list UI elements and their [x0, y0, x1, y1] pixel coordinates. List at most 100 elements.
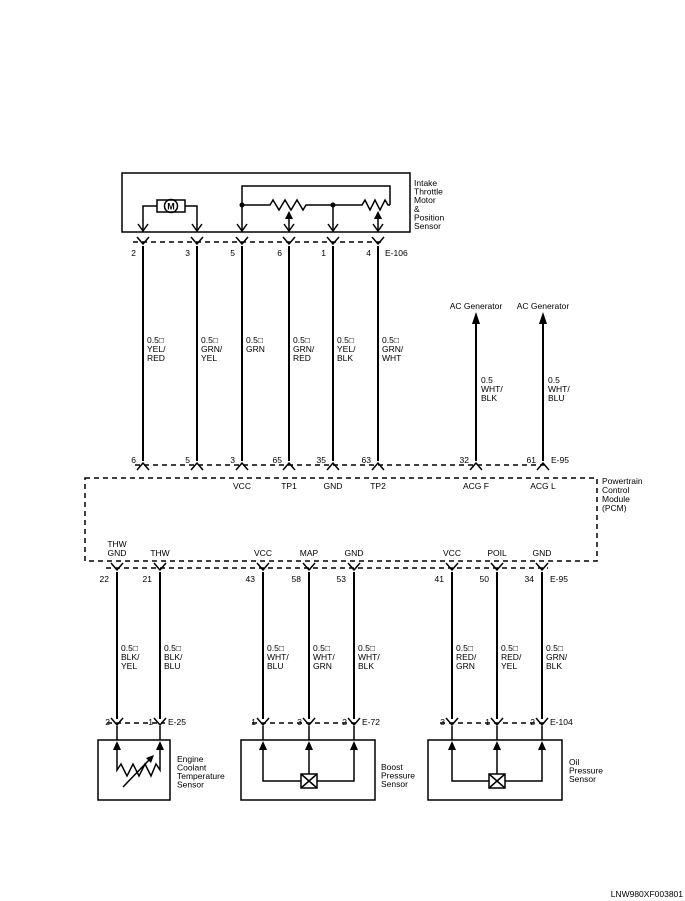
wire-spec-line: GRN/ — [546, 652, 568, 662]
wire-spec: 0.5□GRN — [246, 335, 265, 354]
pin-number: 65 — [273, 455, 283, 465]
terminal-name: GND — [108, 548, 127, 558]
pin-number: 1 — [251, 717, 256, 727]
connector-terminal — [136, 236, 150, 246]
wire-spec-line: WHT — [382, 353, 401, 363]
thermistor-variable-line — [122, 758, 151, 788]
wire-spec-line: 0.5□ — [382, 335, 399, 345]
wire-spec: 0.5□GRN/BLK — [546, 643, 568, 671]
boost-sensor-outline — [240, 739, 376, 801]
wire-spec-line: 0.5 — [548, 375, 560, 385]
wire-spec-line: BLK — [358, 661, 374, 671]
motor-lead-left — [142, 205, 157, 231]
connector-terminal — [326, 236, 340, 246]
ac-generator-label: AC Generator — [517, 301, 570, 311]
wire-spec-line: GRN — [246, 344, 265, 354]
terminal-name: ACG F — [463, 481, 489, 491]
junction-dot — [239, 202, 245, 208]
terminal-name: POIL — [487, 548, 507, 558]
pin-number: 21 — [143, 574, 153, 584]
connector-terminal — [535, 717, 549, 727]
terminal-arrow-icon — [327, 223, 339, 233]
wire-spec-line: BLU — [267, 661, 284, 671]
terminal-name: GND — [324, 481, 343, 491]
pin-number: 50 — [480, 574, 490, 584]
wire-spec-line: 0.5□ — [546, 643, 563, 653]
arrow-up-icon — [259, 741, 267, 750]
arrow-up-icon — [538, 741, 546, 750]
sensor-supply-loop — [241, 185, 391, 231]
sensor-label: Sensor — [177, 780, 204, 790]
sensor-label: Engine — [177, 754, 204, 764]
wire-spec: 0.5□YEL/BLK — [337, 335, 356, 363]
pressure-element-icon — [300, 773, 318, 789]
wire-spec-line: GRN — [456, 661, 475, 671]
connector-terminal — [469, 461, 483, 471]
wire-spec-line: WHT/ — [548, 384, 570, 394]
wire-spec-line: 0.5□ — [501, 643, 518, 653]
sensor-label: Boost — [381, 762, 403, 772]
connector-terminal — [302, 562, 316, 572]
pressure-element-cross — [300, 773, 318, 789]
connector-terminal — [190, 236, 204, 246]
throttle-sensor-body: M — [121, 172, 411, 233]
boost-sensor-lead — [317, 750, 355, 782]
wire-spec-line: BLU — [548, 393, 565, 403]
connector-terminal — [326, 461, 340, 471]
wire-spec: 0.5□WHT/BLK — [358, 643, 380, 671]
connector-terminal — [347, 717, 361, 727]
wire-spec-line: WHT/ — [267, 652, 289, 662]
connector-id: E-25 — [168, 717, 186, 727]
motor-letter: M — [167, 202, 175, 212]
pcm-label: Powertrain — [602, 476, 643, 486]
potentiometer-resistors — [242, 198, 390, 212]
connector-terminal — [153, 717, 167, 727]
arrow-up-icon — [113, 741, 121, 750]
pin-number: 3 — [185, 248, 190, 258]
terminal-name: THW — [150, 548, 169, 558]
connector-id: E-104 — [550, 717, 573, 727]
boost-sensor-lead — [262, 750, 301, 782]
motor-lead-right — [185, 205, 198, 231]
figure-id: LNW980XF003801 — [611, 889, 684, 899]
arrow-up-icon — [493, 741, 501, 750]
boost-sensor-body — [240, 739, 376, 801]
sensor-label: Pressure — [381, 771, 415, 781]
pin-number: 34 — [525, 574, 535, 584]
pin-number: 4 — [366, 248, 371, 258]
wire-spec-line: 0.5□ — [293, 335, 310, 345]
motor-icon — [163, 198, 179, 214]
wire-spec-line: RED — [147, 353, 165, 363]
pin-number: 5 — [230, 248, 235, 258]
sensor-label: Coolant — [177, 763, 207, 773]
connector-terminal — [110, 562, 124, 572]
wire-spec: 0.5□RED/YEL — [501, 643, 522, 671]
wire-spec-line: 0.5□ — [147, 335, 164, 345]
pin-number: 2 — [105, 717, 110, 727]
connector-id: E-95 — [550, 574, 568, 584]
wire-spec-line: YEL — [501, 661, 517, 671]
wire-spec-line: YEL — [121, 661, 137, 671]
wire-spec-line: WHT/ — [358, 652, 380, 662]
pin-number: 22 — [100, 574, 110, 584]
pressure-element-icon — [488, 773, 506, 789]
pressure-element-cross — [488, 773, 506, 789]
wire-spec-line: 0.5□ — [246, 335, 263, 345]
terminal-arrow-icon — [137, 223, 149, 233]
wire-spec-line: WHT/ — [481, 384, 503, 394]
pin-number: 3 — [230, 455, 235, 465]
connector-terminal — [235, 236, 249, 246]
wire-spec: 0.5□BLK/BLU — [164, 643, 183, 671]
wire-spec: 0.5□GRN/RED — [293, 335, 315, 363]
ect-sensor-outline — [97, 739, 171, 801]
pin-number: 61 — [527, 455, 537, 465]
sensor-label: Sensor — [381, 779, 408, 789]
pin-number: 63 — [362, 455, 372, 465]
terminal-name: VCC — [443, 548, 461, 558]
connector-terminal — [490, 717, 504, 727]
wire-spec-line: 0.5□ — [358, 643, 375, 653]
connector-terminal — [536, 461, 550, 471]
